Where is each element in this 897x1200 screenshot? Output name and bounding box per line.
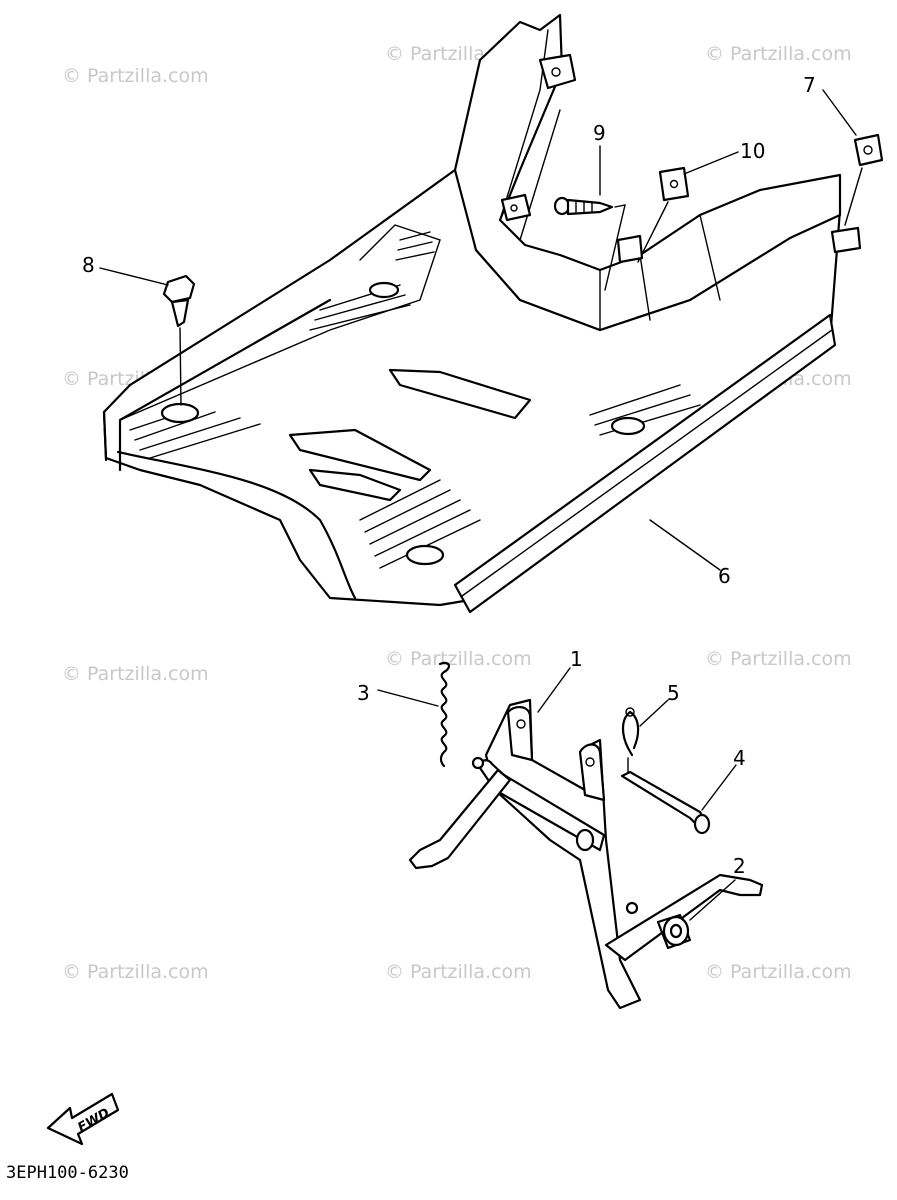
callout-5[interactable]: 5 [667,681,680,705]
callout-3[interactable]: 3 [357,681,370,705]
pivot-shaft-part[interactable] [620,770,711,835]
bolt-part[interactable] [162,274,196,406]
callout-labels: 1 2 3 4 5 6 7 8 9 10 [82,73,816,878]
clip-nut-part[interactable] [616,166,690,264]
watermark: © Partzilla.com [385,961,532,983]
callout-6[interactable]: 6 [718,564,731,588]
watermark: © Partzilla.com [705,648,852,670]
center-stand-part[interactable] [408,698,764,1010]
callout-1[interactable]: 1 [570,647,583,671]
callout-7[interactable]: 7 [803,73,816,97]
callout-10[interactable]: 10 [740,139,765,163]
bushing-part[interactable] [656,913,692,950]
nut-clip-part[interactable] [830,133,884,254]
callout-8[interactable]: 8 [82,253,95,277]
watermark: © Partzilla.com [705,43,852,65]
diagram-code: 3EPH100-6230 [6,1163,129,1183]
watermark: © Partzilla.com [62,65,209,87]
callout-2[interactable]: 2 [733,854,746,878]
callout-9[interactable]: 9 [593,121,606,145]
callout-4[interactable]: 4 [733,746,746,770]
watermark: © Partzilla.com [385,648,532,670]
leader-lines [99,89,857,921]
watermark-layer: © Partzilla.com © Partzilla.com © Partzi… [62,43,852,983]
watermark: © Partzilla.com [62,663,209,685]
floor-ribs [119,224,701,569]
watermark: © Partzilla.com [62,961,209,983]
footrest-board-part[interactable] [102,13,842,614]
forward-direction-arrow-icon: FWD [46,1092,120,1146]
screw-part[interactable] [553,196,626,291]
cotter-pin-part[interactable] [621,707,640,781]
watermark: © Partzilla.com [705,961,852,983]
spring-part[interactable] [438,661,450,768]
